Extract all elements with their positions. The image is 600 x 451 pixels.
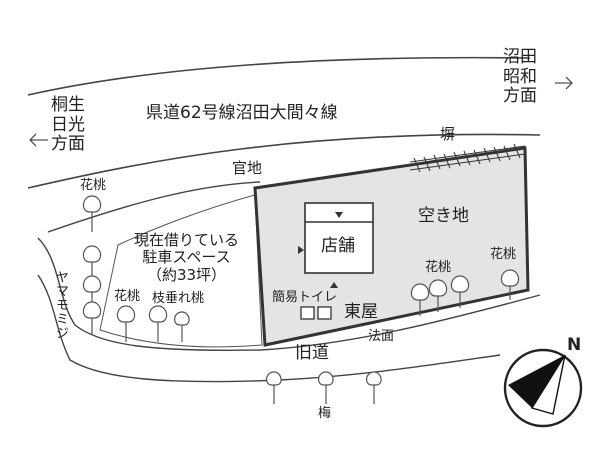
hanamomo-label-left: 花桃 — [80, 178, 107, 193]
entrance-bottom-icon — [330, 282, 338, 288]
yamamomiji-label: ヤマモミジ — [52, 270, 68, 340]
toilet-label: 簡易トイレ — [272, 290, 338, 305]
vacant-lot-label: 空き地 — [418, 206, 469, 226]
parking-area-outline — [99, 194, 263, 348]
hanamomo-label-parking: 花桃 — [114, 289, 141, 304]
left-arrow-icon — [29, 133, 48, 147]
right-arrow-icon — [555, 76, 573, 90]
hanamomo-label-right: 花桃 — [490, 247, 517, 262]
old-road-north-edge — [37, 237, 541, 351]
azumaya-label: 東屋 — [344, 302, 378, 322]
main-road-north-edge — [27, 56, 531, 96]
hanamomo-label-lot: 花桃 — [425, 260, 452, 275]
compass-north-label: N — [567, 335, 582, 355]
compass-icon — [503, 348, 583, 428]
fence-label: 塀 — [440, 125, 456, 143]
old-road-label: 旧道 — [295, 343, 329, 363]
ume-label: 梅 — [318, 406, 332, 421]
slope-label: 法面 — [368, 329, 395, 344]
fence-hatching — [409, 143, 526, 173]
direction-left-label: 桐生 日光 方面 — [51, 95, 85, 155]
store-building — [298, 202, 374, 288]
gov-land-label: 官地 — [232, 159, 263, 177]
trees — [82, 195, 520, 404]
main-road-south-edge — [27, 133, 541, 189]
entrance-top-icon — [335, 212, 343, 218]
site-lot — [253, 146, 530, 347]
shidare-label: 枝垂れ桃 — [152, 291, 205, 306]
main-road-label: 県道62号線沼田大間々線 — [146, 103, 338, 123]
store-label: 店舗 — [321, 236, 355, 256]
direction-right-label: 沼田 昭和 方面 — [503, 47, 537, 107]
toilet-box-2 — [317, 306, 332, 320]
toilet-box-1 — [300, 306, 315, 320]
entrance-left-icon — [298, 246, 304, 254]
gov-land-edge — [47, 181, 261, 233]
old-road-south-edge — [37, 274, 501, 383]
parking-label: 現在借りている 駐車スペース （約33坪） — [134, 231, 240, 284]
